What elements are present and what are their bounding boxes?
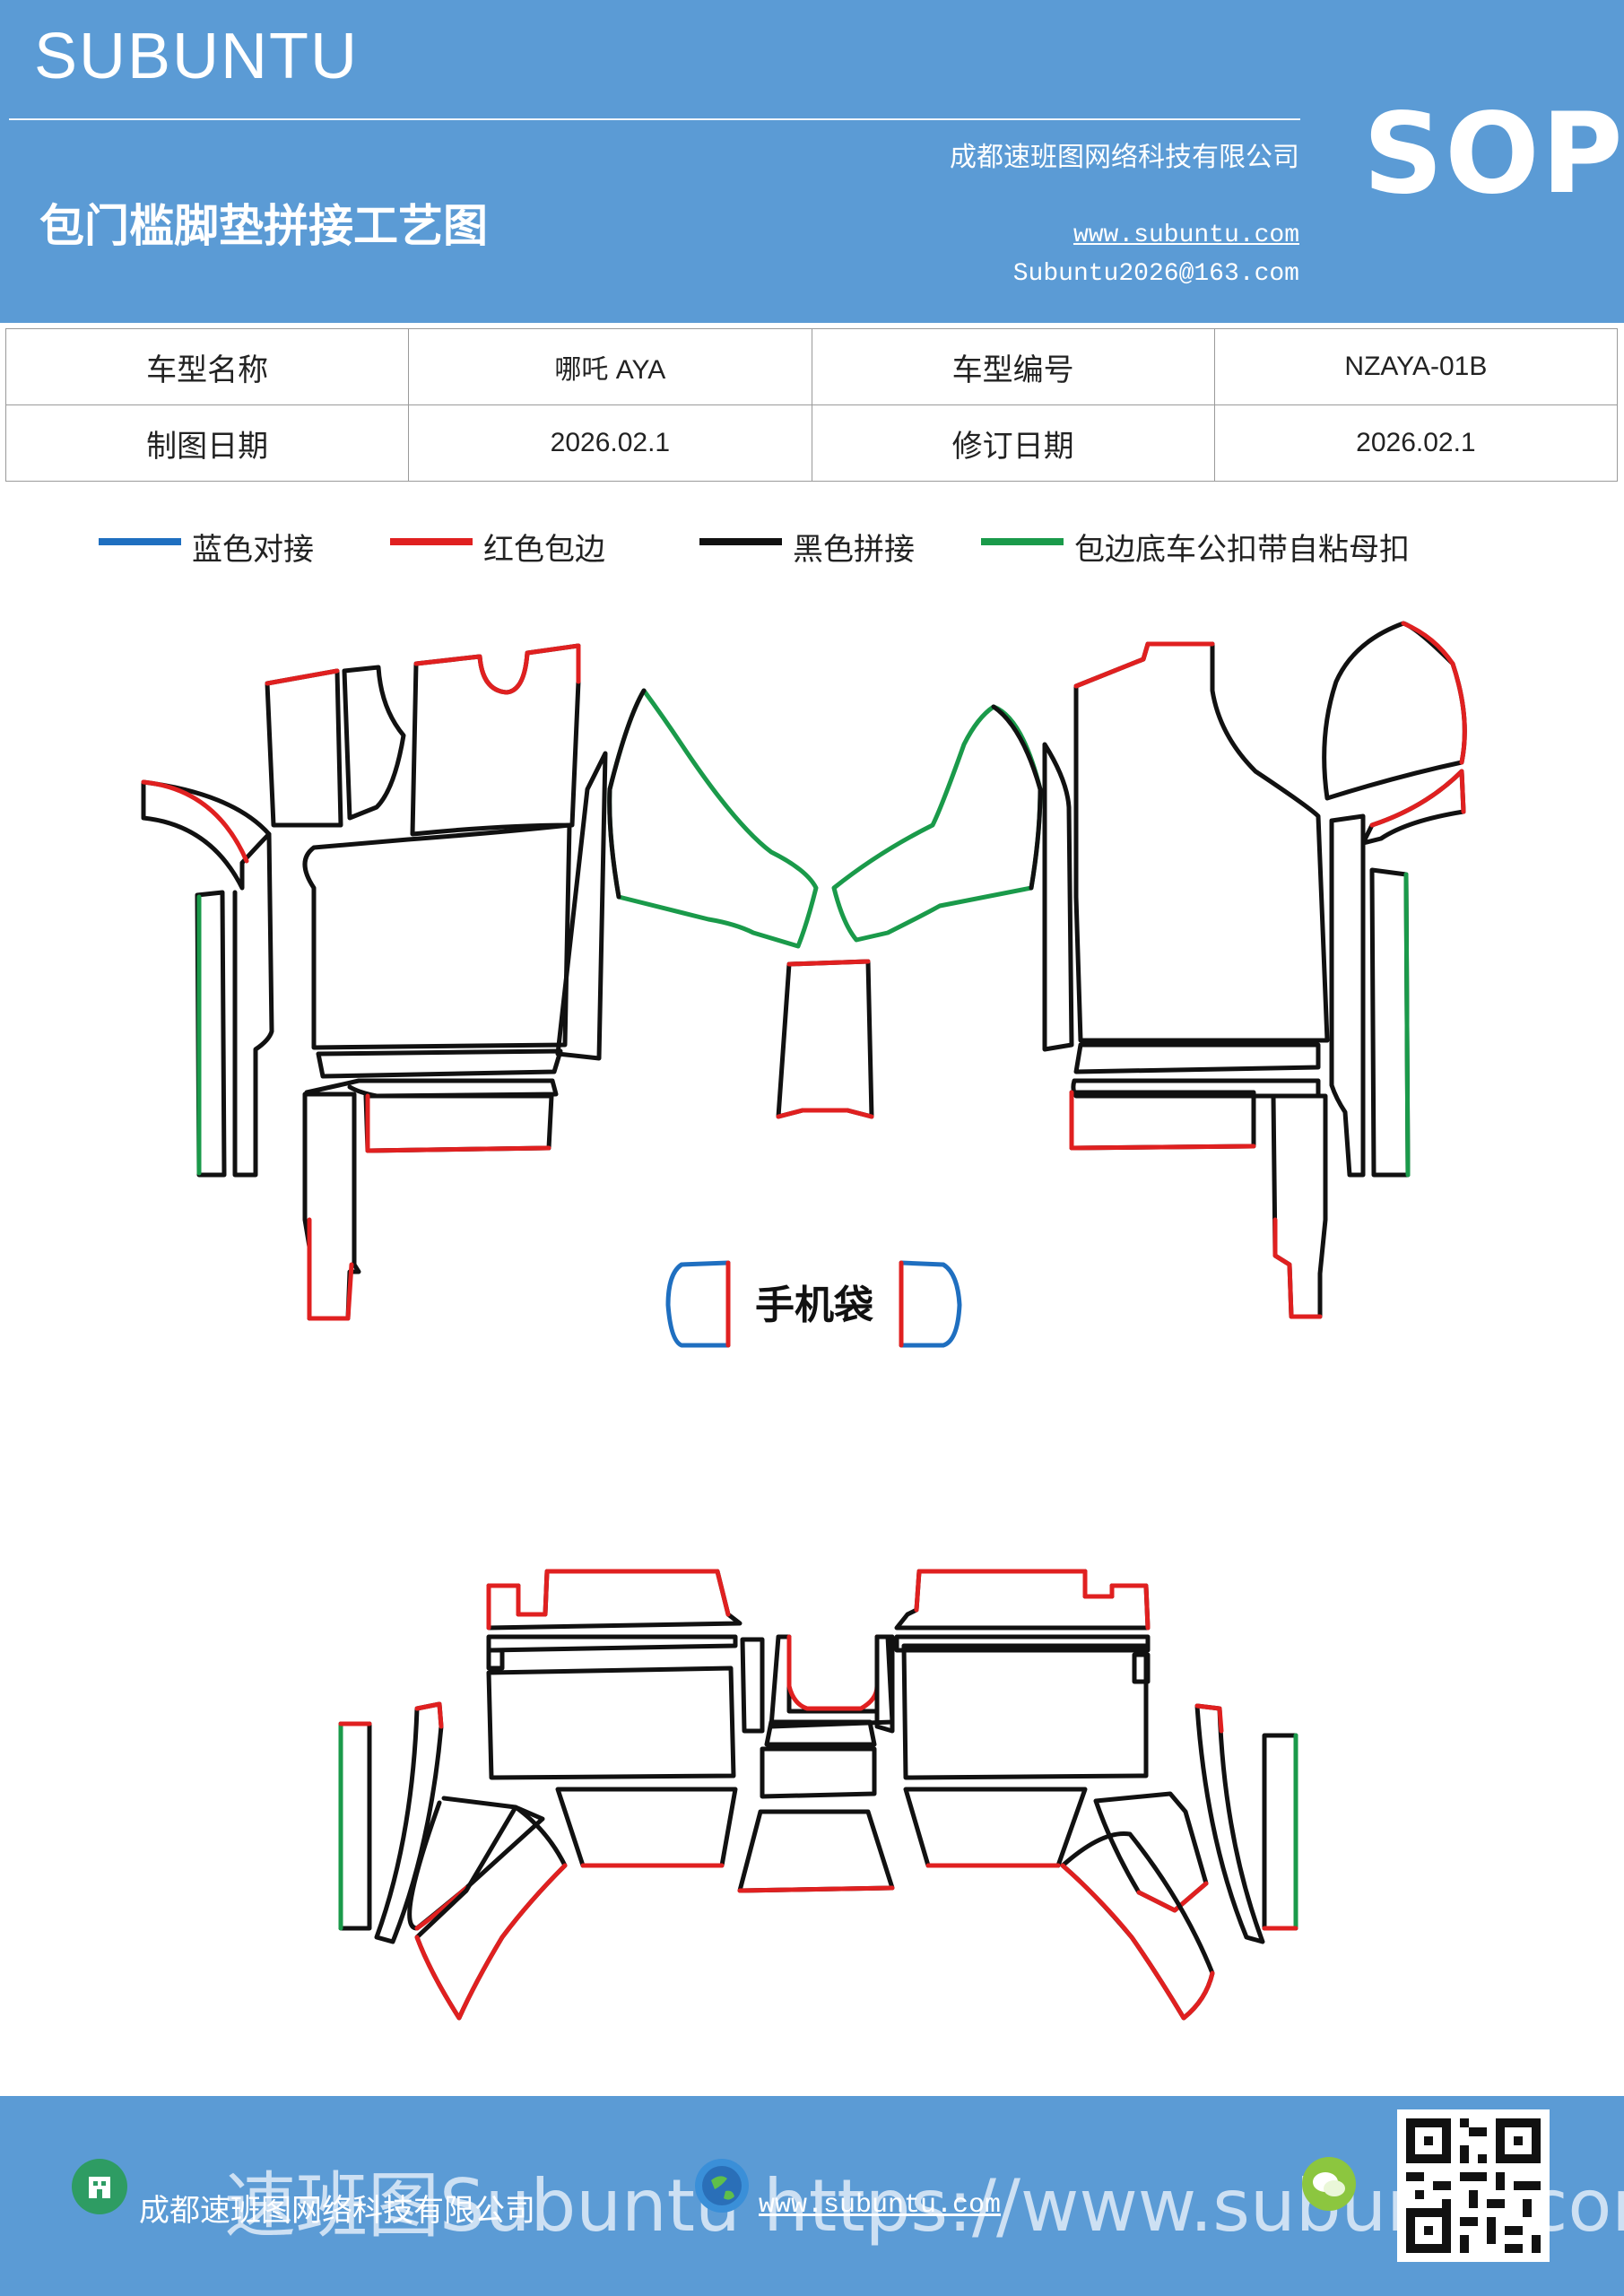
globe-icon bbox=[695, 2159, 749, 2213]
revision-date-value: 2026.02.1 bbox=[1213, 404, 1619, 482]
footer-banner: 速班图Subuntu https://www.subuntu.com 成都速班图… bbox=[0, 2096, 1624, 2296]
draw-date-value: 2026.02.1 bbox=[408, 404, 812, 482]
footer-website-link[interactable]: www.subuntu.com bbox=[759, 2190, 1002, 2221]
header-divider bbox=[9, 118, 1300, 120]
brand-name: SUBUNTU bbox=[34, 21, 360, 92]
model-name-value: 哪吒 AYA bbox=[408, 328, 812, 405]
legend-swatch-blue bbox=[99, 538, 181, 545]
email-address[interactable]: Subuntu2026@163.com bbox=[1012, 260, 1299, 288]
model-name-label: 车型名称 bbox=[4, 328, 410, 405]
table-row: 车型名称 哪吒 AYA 车型编号 NZAYA-01B bbox=[4, 328, 1619, 405]
rear-mat-group bbox=[338, 1569, 1298, 2021]
model-code-label: 车型编号 bbox=[811, 328, 1215, 405]
vehicle-info-table: 车型名称 哪吒 AYA 车型编号 NZAYA-01B 制图日期 2026.02.… bbox=[4, 328, 1619, 482]
legend-label: 包边底车公扣带自粘母扣 bbox=[1074, 532, 1410, 568]
legend-swatch-black bbox=[699, 538, 782, 545]
legend-swatch-green bbox=[981, 538, 1064, 545]
legend-label: 黑色拼接 bbox=[793, 532, 915, 568]
page-title: 包门槛脚垫拼接工艺图 bbox=[39, 200, 488, 252]
building-icon bbox=[72, 2159, 127, 2214]
table-row: 制图日期 2026.02.1 修订日期 2026.02.1 bbox=[4, 404, 1619, 482]
center-mat-group bbox=[607, 688, 1043, 1348]
header-banner: SUBUNTU 包门槛脚垫拼接工艺图 成都速班图网络科技有限公司 www.sub… bbox=[0, 0, 1624, 323]
front-right-mat-group bbox=[1042, 621, 1467, 1319]
website-link[interactable]: www.subuntu.com bbox=[1073, 222, 1299, 249]
front-left-mat-group bbox=[141, 643, 608, 1321]
footer-company-name: 成都速班图网络科技有限公司 bbox=[139, 2193, 535, 2229]
company-name: 成都速班图网络科技有限公司 bbox=[950, 142, 1299, 173]
phone-pocket-label: 手机袋 bbox=[755, 1283, 873, 1328]
draw-date-label: 制图日期 bbox=[4, 404, 410, 482]
model-code-value: NZAYA-01B bbox=[1213, 328, 1619, 405]
legend-label: 红色包边 bbox=[483, 532, 605, 568]
wechat-icon bbox=[1302, 2157, 1356, 2211]
sop-badge: SOP bbox=[1363, 90, 1624, 219]
legend-label: 蓝色对接 bbox=[192, 532, 314, 568]
legend-swatch-red bbox=[390, 538, 473, 545]
qr-code bbox=[1397, 2109, 1550, 2262]
revision-date-label: 修订日期 bbox=[811, 404, 1215, 482]
